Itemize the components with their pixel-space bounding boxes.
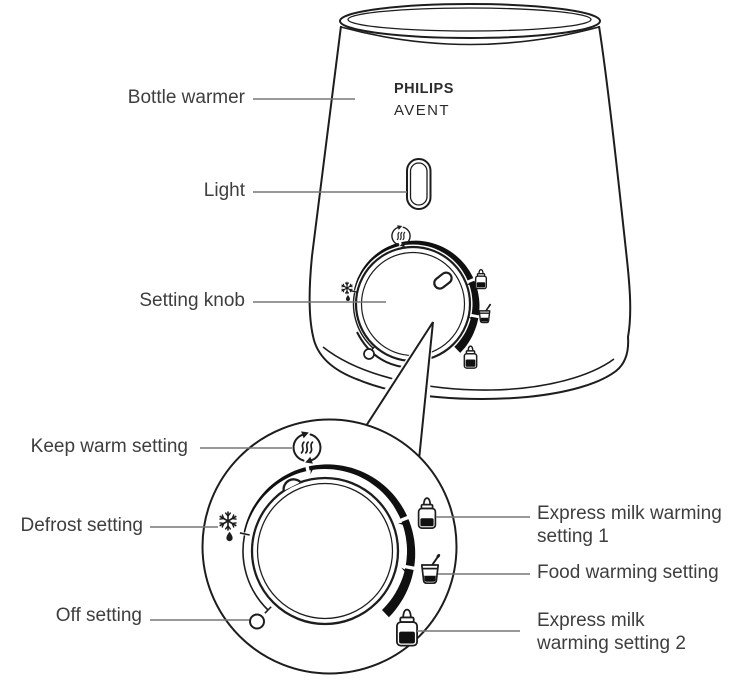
setting-tick-point xyxy=(467,315,474,321)
knob-face xyxy=(354,245,472,363)
label-food-warming-setting: Food warming setting xyxy=(537,562,719,583)
setting-tick xyxy=(397,514,412,523)
label-express-milk-2-line1: Express milk xyxy=(537,610,645,631)
defrost-position-tick xyxy=(239,532,250,536)
food-warming-icon xyxy=(478,303,491,324)
label-express-milk-warming-2: Express milk warming setting 2 xyxy=(537,610,686,655)
brand-philips: PHILIPS xyxy=(394,81,454,97)
express-milk-1-icon xyxy=(417,497,437,529)
top-rim-outer xyxy=(339,3,601,39)
knob-face-inner xyxy=(256,482,394,620)
top-rim-inner xyxy=(347,7,592,32)
setting-tick-point xyxy=(401,567,407,575)
label-express-milk-2-line2: warming setting 2 xyxy=(537,632,686,654)
off-icon xyxy=(363,348,375,360)
callout-wedge-right-edge xyxy=(418,321,434,457)
knob-handle xyxy=(433,271,453,290)
knob-indicator-tab xyxy=(282,478,302,491)
keep-warm-icon xyxy=(391,225,411,247)
philips-avent-logo: PHILIPS AVENT xyxy=(394,81,454,119)
knob-face xyxy=(250,476,400,626)
label-defrost-setting: Defrost setting xyxy=(20,515,144,536)
magnified-setting-dial xyxy=(219,431,441,647)
setting-tick-point xyxy=(310,466,315,475)
base-plate-edge xyxy=(322,346,615,391)
setting-knob-dial xyxy=(341,225,491,369)
setting-tick xyxy=(402,564,418,571)
setting-tick xyxy=(304,463,311,474)
setting-tick xyxy=(397,239,403,249)
label-keep-warm-setting: Keep warm setting xyxy=(30,436,188,457)
label-express-milk-1-line2: setting 1 xyxy=(537,525,609,547)
dial-range-arc xyxy=(243,464,416,618)
label-bottle-warmer: Bottle warmer xyxy=(127,87,245,108)
knob-side xyxy=(356,331,404,368)
setting-tick-point xyxy=(397,522,407,526)
label-off-setting: Off setting xyxy=(55,605,142,626)
dial-range-arc xyxy=(353,240,480,353)
callout-wedge xyxy=(363,322,433,457)
dial-min-arc xyxy=(352,292,374,349)
callout-wedge-left-edge xyxy=(365,321,434,426)
rim-band-edge xyxy=(340,26,600,46)
dial-min-arc xyxy=(242,535,269,611)
defrost-icon xyxy=(341,281,353,302)
express-milk-1-icon xyxy=(474,268,488,290)
label-light: Light xyxy=(203,180,245,201)
leader-lines xyxy=(150,98,530,632)
brand-avent: AVENT xyxy=(394,102,450,119)
defrost-icon xyxy=(219,511,237,542)
light-indicator xyxy=(406,158,432,210)
label-setting-knob: Setting knob xyxy=(139,290,245,311)
express-milk-2-icon xyxy=(463,345,478,369)
bottle-warmer-body xyxy=(308,25,632,400)
off-position-tick xyxy=(264,606,272,614)
keep-warm-icon xyxy=(292,431,322,464)
label-express-milk-1-line1: Express milk warming xyxy=(537,503,722,524)
setting-tick xyxy=(468,313,482,319)
food-warming-icon xyxy=(420,553,441,585)
setting-tick xyxy=(465,277,478,285)
express-milk-2-icon xyxy=(396,608,418,647)
label-express-milk-warming-1: Express milk warming setting 1 xyxy=(537,503,722,548)
setting-tick-point xyxy=(464,283,473,286)
off-icon xyxy=(249,613,265,630)
